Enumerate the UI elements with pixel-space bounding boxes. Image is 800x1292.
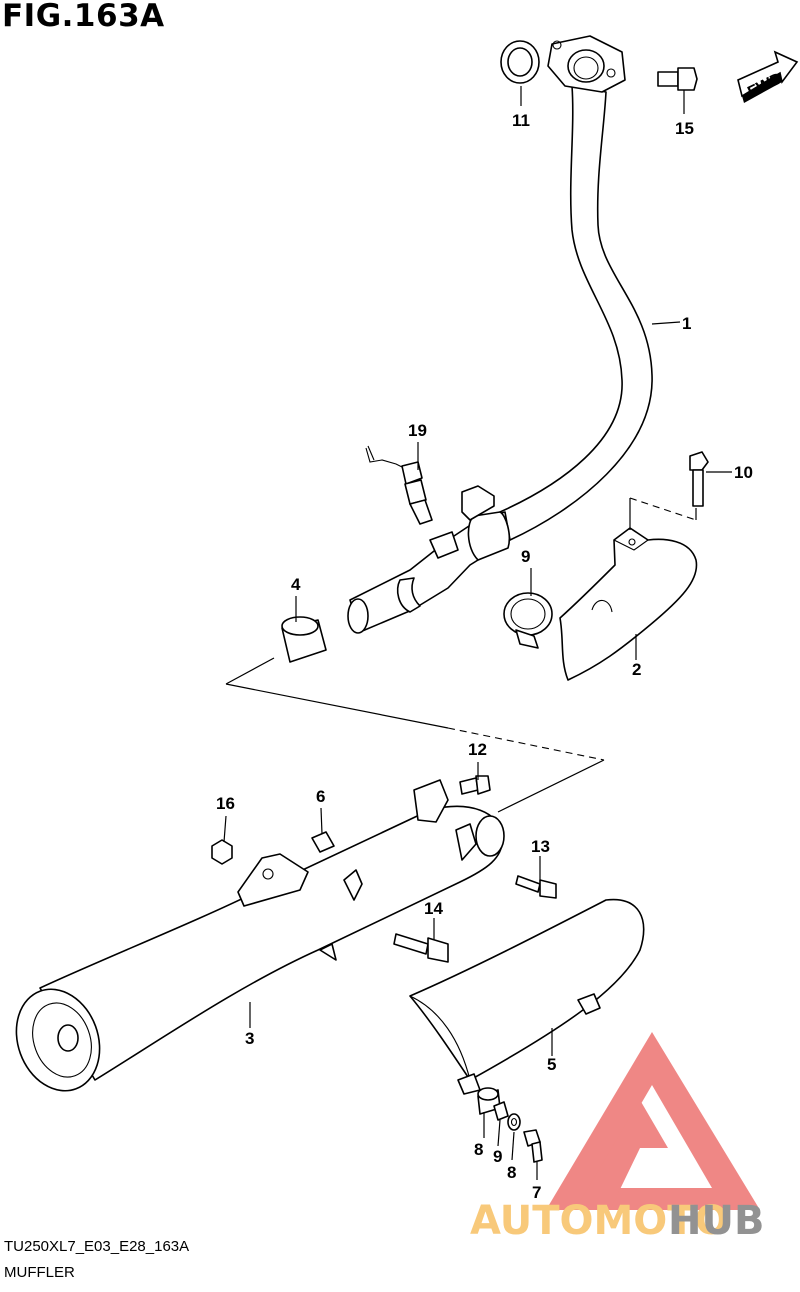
- oxygen-sensor-19: [365, 445, 433, 525]
- callout-18: 16: [216, 794, 235, 813]
- callout-14: 12: [468, 740, 487, 759]
- figure-name: MUFFLER: [4, 1264, 75, 1281]
- guide-dash-2: [629, 497, 697, 521]
- guide-dash-1: [447, 727, 605, 761]
- callout-11: 9: [521, 547, 530, 566]
- callout-4: 4: [291, 575, 301, 594]
- watermark-logo: AUTOMOTO HUB: [470, 1032, 764, 1244]
- fwd-arrow: FWD: [737, 50, 799, 103]
- watermark-text-left: AUTOMOTO: [470, 1198, 729, 1244]
- clamp-bolt-14: [459, 775, 491, 795]
- callout-7: 7: [532, 1183, 541, 1202]
- callout-2: 2: [632, 660, 641, 679]
- callout-8: 8: [507, 1163, 516, 1182]
- callout-19: 19: [408, 421, 427, 440]
- cover-screw-7: [523, 1129, 543, 1163]
- callout-9: 9: [493, 1147, 502, 1166]
- collar-9: [493, 1101, 509, 1121]
- callout-10: 8: [474, 1140, 483, 1159]
- callout-1: 1: [682, 314, 691, 333]
- figure-code: TU250XL7_E03_E28_163A: [4, 1238, 190, 1255]
- callout-17: 15: [675, 119, 694, 138]
- guide-line-lower: [497, 759, 605, 813]
- muffler-3: [15, 779, 505, 1092]
- callout-15: 13: [531, 837, 550, 856]
- hardware-stack: [477, 1087, 543, 1163]
- clamp-bolt-15: [515, 875, 557, 899]
- pipe-clamp-11: [503, 592, 553, 649]
- pipe-cover-2: [559, 527, 698, 681]
- guide-line-mid: [225, 683, 449, 729]
- mounting-bolt-16: [393, 933, 449, 963]
- muffler-gasket-4: [281, 616, 327, 663]
- cover-bolt-12: [689, 451, 709, 507]
- leader-lines: [223, 86, 732, 1180]
- callout-3: 3: [245, 1029, 254, 1048]
- callout-16: 14: [424, 899, 443, 918]
- callout-12: 10: [734, 463, 753, 482]
- exhaust-pipe-1: [347, 35, 653, 634]
- mounting-nut-18: [211, 839, 233, 865]
- callout-6: 6: [316, 787, 325, 806]
- cushion-6: [311, 831, 335, 853]
- figure-title: FIG.163A: [2, 0, 165, 34]
- muffler-cover-5: [409, 898, 645, 1095]
- exhaust-gasket-13: [500, 40, 540, 84]
- flange-bolt-17: [657, 67, 698, 91]
- watermark-text-right: HUB: [668, 1198, 764, 1244]
- callout-13: 11: [512, 111, 530, 130]
- callout-5: 5: [547, 1055, 556, 1074]
- guide-line-upper: [225, 657, 275, 685]
- washer-8: [507, 1113, 521, 1131]
- callout-numbers: 11 15 1 19 10 9 4 2 12 16 6 13 14 3 5 8 …: [216, 111, 753, 1202]
